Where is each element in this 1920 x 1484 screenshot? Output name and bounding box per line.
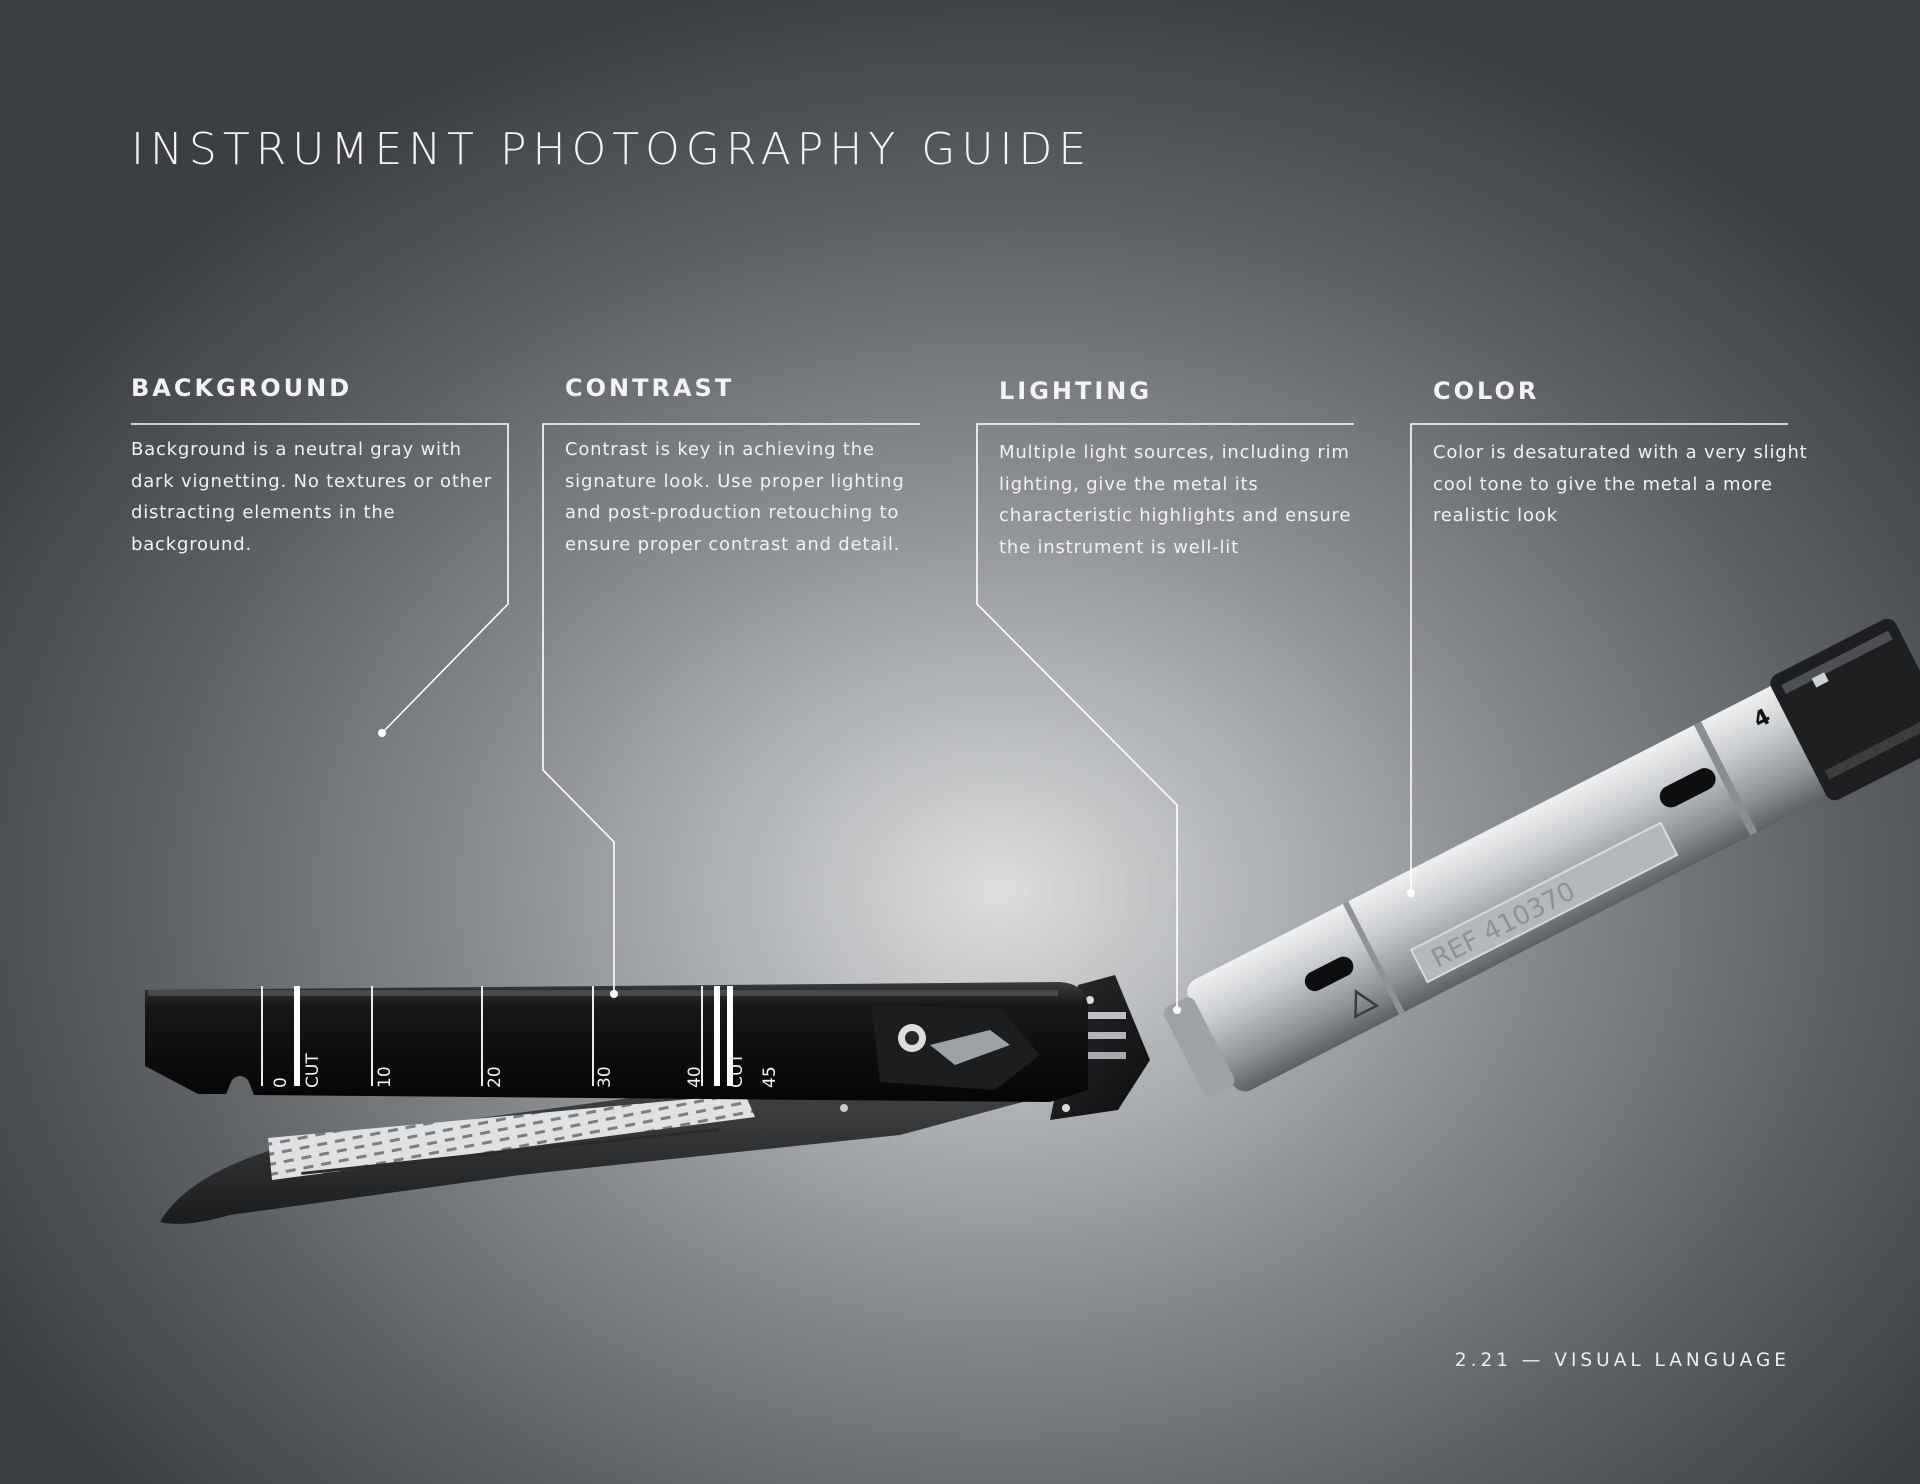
section-footer: 2.21 — VISUAL LANGUAGE <box>1454 1350 1790 1371</box>
color-heading: COLOR <box>1433 377 1540 405</box>
instrument-cartridge: 0 CUT 10 20 30 40 CUT 45 <box>145 982 1088 1102</box>
scale-mark-30: 30 <box>595 1066 615 1088</box>
scale-mark-45: 45 <box>760 1066 780 1088</box>
scale-mark-40: 40 <box>685 1066 705 1088</box>
color-body: Color is desaturated with a very slight … <box>1433 442 1808 526</box>
color-callout-line <box>1410 423 1788 890</box>
contrast-callout-line <box>542 423 920 990</box>
scale-mark-cut-2: CUT <box>727 1053 747 1088</box>
lighting-callout-line <box>976 423 1354 1007</box>
background-body: Background is a neutral gray with dark v… <box>131 439 492 555</box>
callout-lines <box>131 423 1788 1007</box>
scale-mark-0: 0 <box>271 1077 291 1088</box>
scale-mark-10: 10 <box>375 1066 395 1088</box>
color-callout-dot <box>1407 889 1415 897</box>
callout-markers <box>378 729 1415 1014</box>
contrast-body: Contrast is key in achieving the signatu… <box>565 439 905 555</box>
page-title: INSTRUMENT PHOTOGRAPHY GUIDE <box>131 124 1093 175</box>
lighting-callout-dot <box>1173 1006 1181 1014</box>
background-callout-line <box>131 423 509 734</box>
scale-mark-cut-1: CUT <box>303 1053 323 1088</box>
lighting-heading: LIGHTING <box>999 377 1153 405</box>
scale-mark-20: 20 <box>485 1066 505 1088</box>
contrast-callout-dot <box>610 990 618 998</box>
lighting-body: Multiple light sources, including rim li… <box>999 442 1352 558</box>
contrast-heading: CONTRAST <box>565 374 735 402</box>
background-callout-dot <box>378 729 386 737</box>
instrument-shaft: REF 410370 4 <box>1163 618 1920 1097</box>
background-heading: BACKGROUND <box>131 374 353 402</box>
